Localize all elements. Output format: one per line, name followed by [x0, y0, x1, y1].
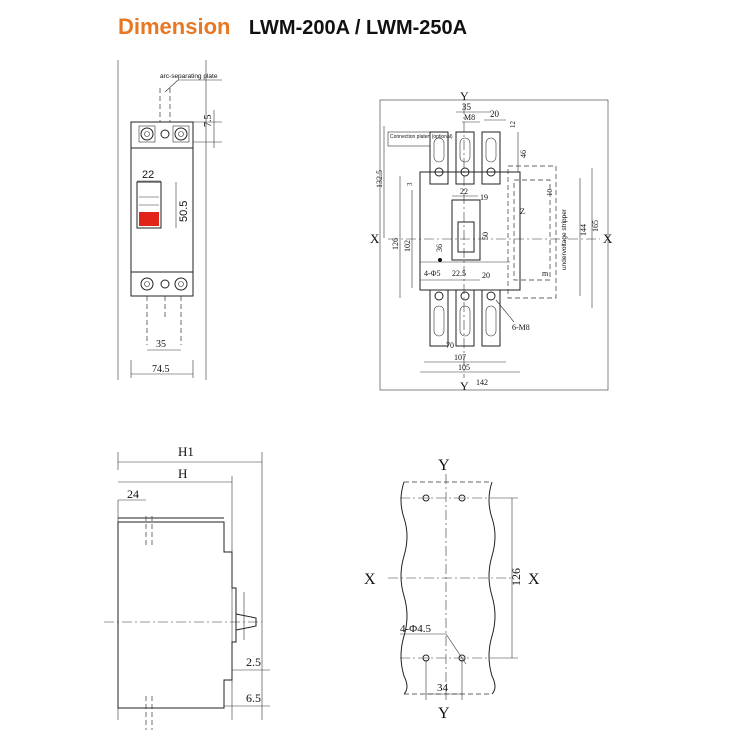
dim-2-5: 2.5: [246, 655, 261, 669]
dim-142: 142: [476, 378, 488, 387]
terminal-view: Y Y X X: [370, 89, 613, 393]
dim-24: 24: [127, 487, 139, 501]
axis-y-top: Y: [460, 89, 469, 103]
dim-144: 144: [579, 224, 588, 236]
dim-35-top: 35: [462, 102, 472, 112]
side-view: H1 H 24 2.5 6.5: [104, 444, 270, 730]
axis-x-left: X: [370, 231, 380, 246]
handle-toggle: [139, 212, 159, 226]
page-title: Dimension: [118, 14, 231, 39]
handle-window: [136, 181, 162, 229]
connection-platen-label: Connection platen (optional): [390, 134, 453, 140]
axis-y-bottom: Y: [460, 379, 469, 393]
dim-6-m8: 6-M8: [512, 323, 530, 332]
dim-h: H: [178, 466, 187, 481]
dim-35: 35: [156, 339, 166, 350]
mount-view: Y Y X X 126 4-Φ4.5 34: [364, 457, 540, 722]
mount-dim-126: 126: [509, 568, 523, 586]
dim-46: 46: [519, 150, 528, 158]
dim-132-5: 132.5: [375, 170, 384, 188]
axis-x-right: X: [603, 231, 613, 246]
model-title: LWM-200A / LWM-250A: [248, 17, 468, 39]
dim-19: 19: [480, 193, 488, 202]
mount-hole: [458, 494, 466, 502]
mount-axis-x-right: X: [528, 571, 540, 588]
breaker-side-outline: [117, 521, 237, 709]
dim-12: 12: [509, 121, 517, 129]
dim-3: 3: [406, 182, 414, 186]
dim-165: 165: [591, 220, 600, 232]
dim-70: 70: [446, 341, 454, 350]
dim-10: 10: [546, 189, 554, 197]
dim-7-5: 7.5: [203, 115, 214, 128]
dim-z: Z: [520, 207, 525, 216]
dim-m8: M8: [464, 113, 475, 122]
mount-axis-x-left: X: [364, 571, 376, 588]
mount-dim-34: 34: [437, 682, 449, 694]
arc-plate-label: arc-separating plate: [160, 73, 218, 80]
dim-22-5: 22.5: [452, 269, 466, 278]
dim-22: 22: [142, 169, 154, 181]
dim-50: 50: [481, 232, 490, 240]
dim-102: 102: [403, 240, 412, 252]
dim-m: m: [542, 269, 549, 278]
undervoltage-label: undervoltage stripper: [561, 208, 568, 270]
dim-22-top: 22: [460, 187, 468, 196]
dim-4-phi-5: 4-Φ5: [424, 269, 441, 278]
front-view: arc-separating plate 7.5 22 50.5 35 74.5: [117, 60, 222, 380]
breaker-front-body: [130, 121, 194, 297]
dim-h1: H1: [178, 444, 194, 459]
mount-dim-4-phi-4-5: 4-Φ4.5: [400, 623, 431, 635]
dim-36: 36: [435, 244, 444, 252]
dim-105: 105: [458, 363, 470, 372]
mount-hole: [422, 494, 430, 502]
dim-6-5: 6.5: [246, 691, 261, 705]
dim-74-5: 74.5: [152, 364, 170, 375]
bottom-terminals: [429, 289, 501, 347]
top-terminals: [429, 131, 501, 185]
dim-20-bottom: 20: [482, 271, 490, 280]
dim-107: 107: [454, 353, 466, 362]
dim-50-5: 50.5: [178, 201, 190, 222]
dim-126: 126: [391, 238, 400, 250]
mount-axis-y-bottom: Y: [438, 705, 450, 722]
mount-axis-y-top: Y: [438, 457, 450, 474]
page-header: Dimension LWM-200A / LWM-250A: [118, 14, 467, 42]
dim-20-top: 20: [490, 109, 500, 119]
